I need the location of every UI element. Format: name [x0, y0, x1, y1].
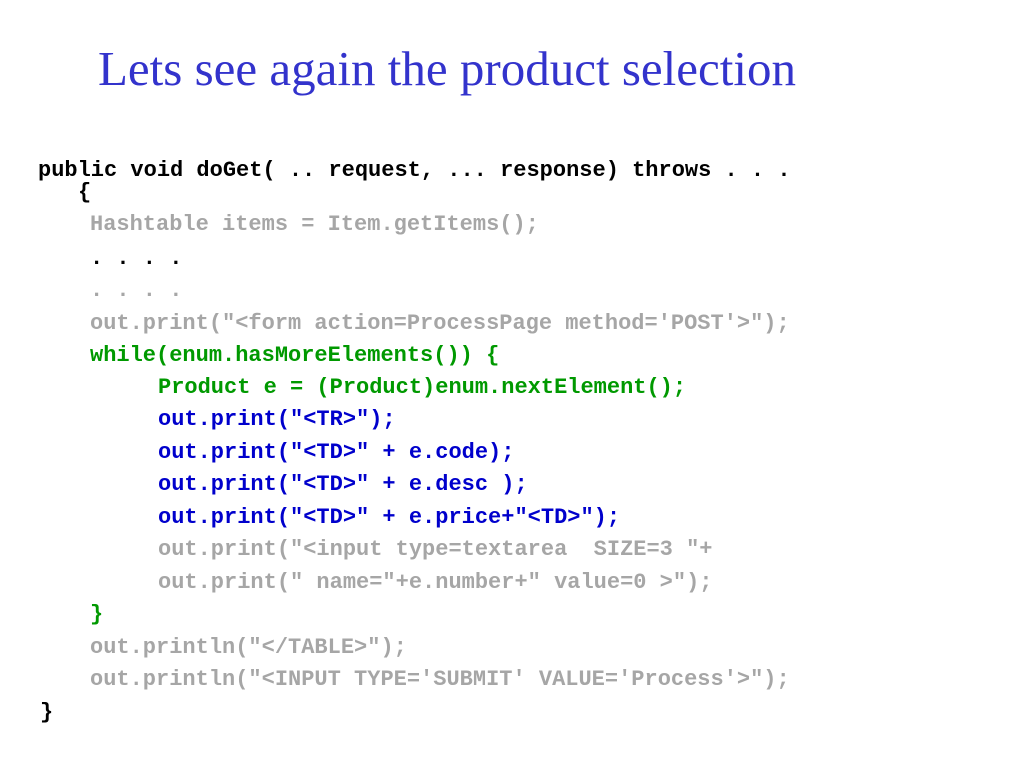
code-line-ellipsis-1: . . . . — [90, 246, 183, 271]
code-line-tr: out.print("<TR>"); — [158, 407, 396, 432]
code-line-name: out.print(" name="+e.number+" value=0 >"… — [158, 570, 713, 595]
code-line-hashtable: Hashtable items = Item.getItems(); — [90, 212, 539, 237]
code-line-submit: out.println("<INPUT TYPE='SUBMIT' VALUE=… — [90, 667, 790, 692]
code-line-while: while(enum.hasMoreElements()) { — [90, 343, 500, 368]
code-line-close-brace: } — [40, 700, 54, 725]
code-line-input: out.print("<input type=textarea SIZE=3 "… — [158, 537, 713, 562]
code-line-td-desc: out.print("<TD>" + e.desc ); — [158, 472, 528, 497]
code-line-product: Product e = (Product)enum.nextElement(); — [158, 375, 687, 400]
code-line-td-code: out.print("<TD>" + e.code); — [158, 440, 515, 465]
code-line-form: out.print("<form action=ProcessPage meth… — [90, 311, 790, 336]
slide-title: Lets see again the product selection — [98, 41, 796, 96]
code-line-open-brace: { — [78, 180, 92, 205]
code-line-td-price: out.print("<TD>" + e.price+"<TD>"); — [158, 505, 621, 530]
code-line-close-loop: } — [90, 602, 104, 627]
code-line-signature: public void doGet( .. request, ... respo… — [38, 158, 791, 183]
code-line-ellipsis-2: . . . . — [90, 278, 183, 303]
code-line-table-end: out.println("</TABLE>"); — [90, 635, 407, 660]
